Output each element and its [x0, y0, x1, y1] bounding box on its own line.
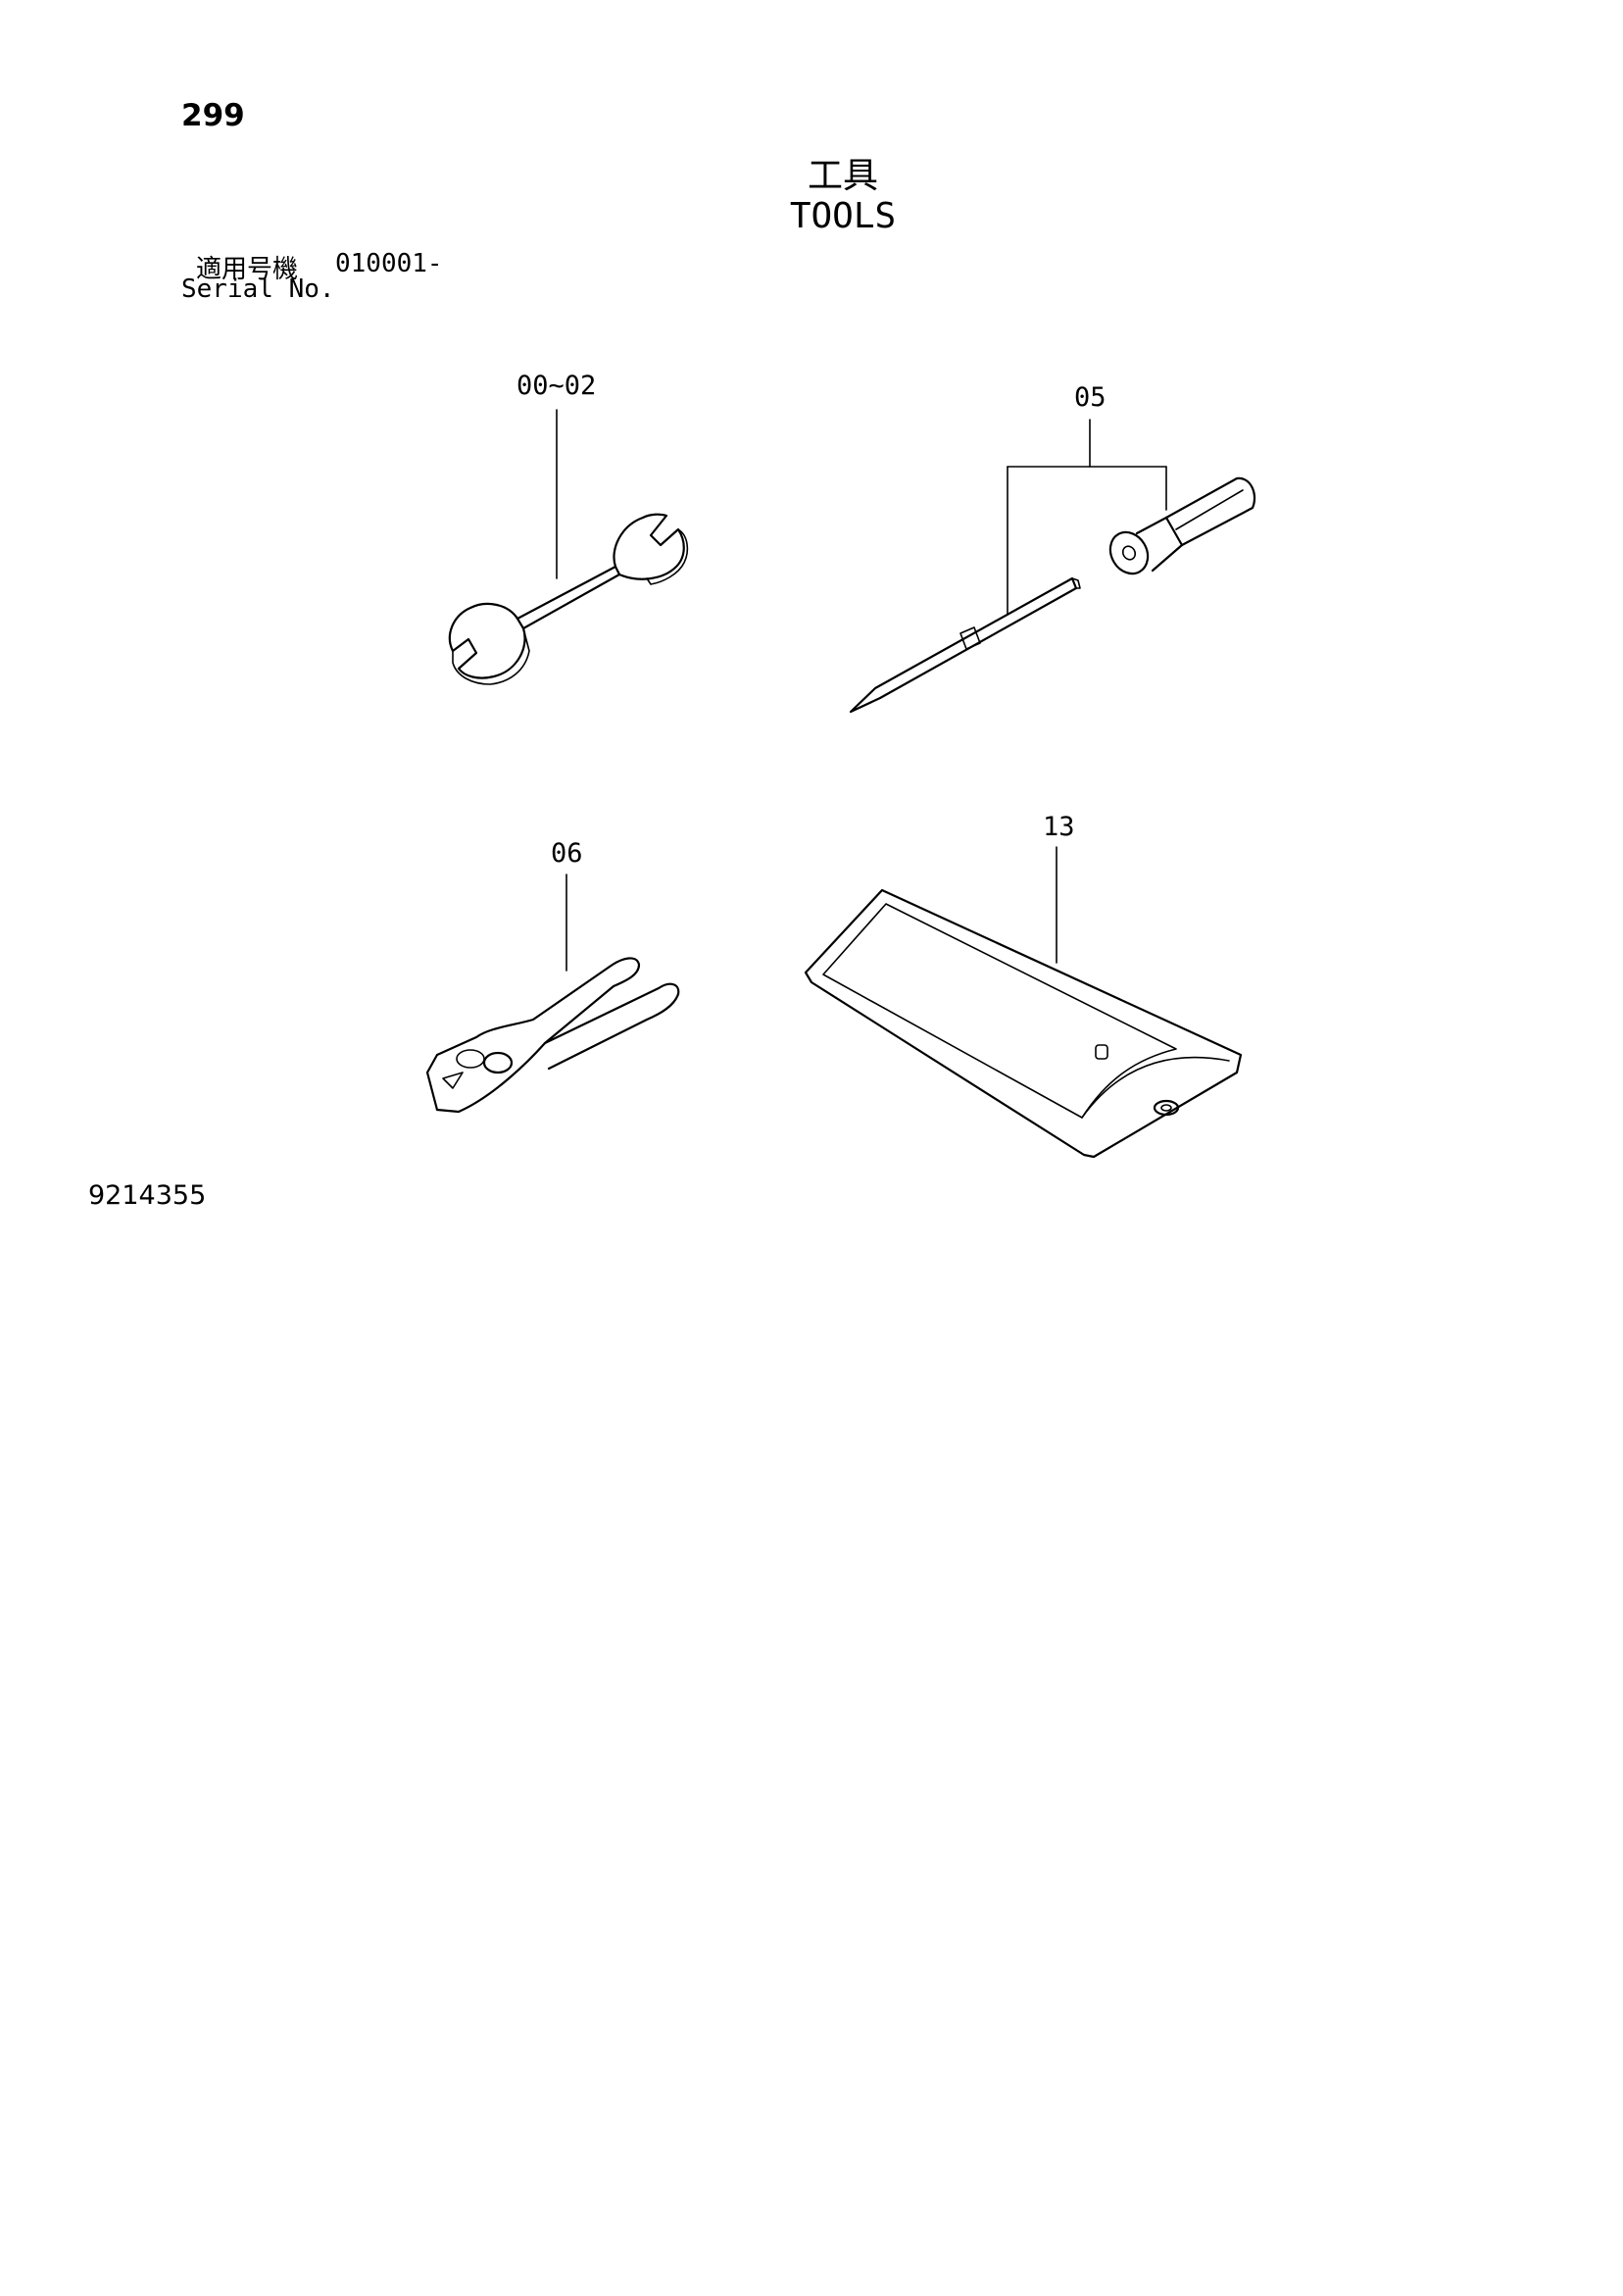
callout-tool-bag: 13: [1043, 812, 1075, 842]
wrench-head-large: [448, 602, 526, 679]
screwdriver-blade: [849, 576, 1078, 714]
wrench-head-small: [613, 513, 685, 580]
screwdriver-icon: [849, 419, 1256, 714]
callout-pliers: 06: [551, 838, 583, 869]
serial-label: Serial No.: [181, 275, 335, 304]
page-number: 299: [181, 98, 245, 133]
document-code: 9214355: [88, 1180, 207, 1211]
pliers-icon: [425, 873, 680, 1114]
serial-number-value: 010001-: [335, 249, 443, 278]
pliers-jaw-teeth: [442, 1072, 464, 1089]
screwdriver-blade-tip: [1071, 577, 1081, 589]
wrench-head-large-edge: [452, 627, 530, 685]
tool-bag-outline: [804, 888, 1243, 1159]
tool-bag-flap-edge: [1081, 1056, 1230, 1119]
callout-wrench: 00~02: [516, 371, 597, 401]
pliers-pivot-hole: [456, 1049, 485, 1069]
serial-label-japanese: 適用号機: [196, 255, 299, 284]
page-title-japanese: 工具: [807, 156, 878, 196]
pliers-upper-jaw-handle: [425, 957, 641, 1114]
screwdriver-cap: [1108, 530, 1150, 575]
pliers-lower-handle: [543, 982, 680, 1071]
screwdriver-handle: [1164, 476, 1256, 547]
wrench-shank: [516, 565, 621, 630]
callout-screwdriver: 05: [1074, 382, 1107, 413]
tool-bag-inner-panel: [822, 903, 1177, 1119]
wrench-head-small-edge: [646, 528, 689, 585]
tool-bag-snap-button: [1153, 1099, 1180, 1117]
tool-bag-snap-stud: [1095, 1044, 1108, 1060]
page-title: TOOLS: [789, 196, 897, 236]
pliers-pivot-nut: [482, 1051, 514, 1074]
tool-bag-icon: [804, 846, 1243, 1159]
screwdriver-blade-lug: [959, 626, 981, 650]
tool-bag-snap-button-center: [1160, 1104, 1172, 1112]
screwdriver-handle-ridge: [1175, 489, 1244, 530]
screwdriver-cap-hole: [1121, 545, 1137, 561]
screwdriver-ferrule: [1135, 516, 1184, 573]
wrench-icon: [448, 409, 689, 685]
